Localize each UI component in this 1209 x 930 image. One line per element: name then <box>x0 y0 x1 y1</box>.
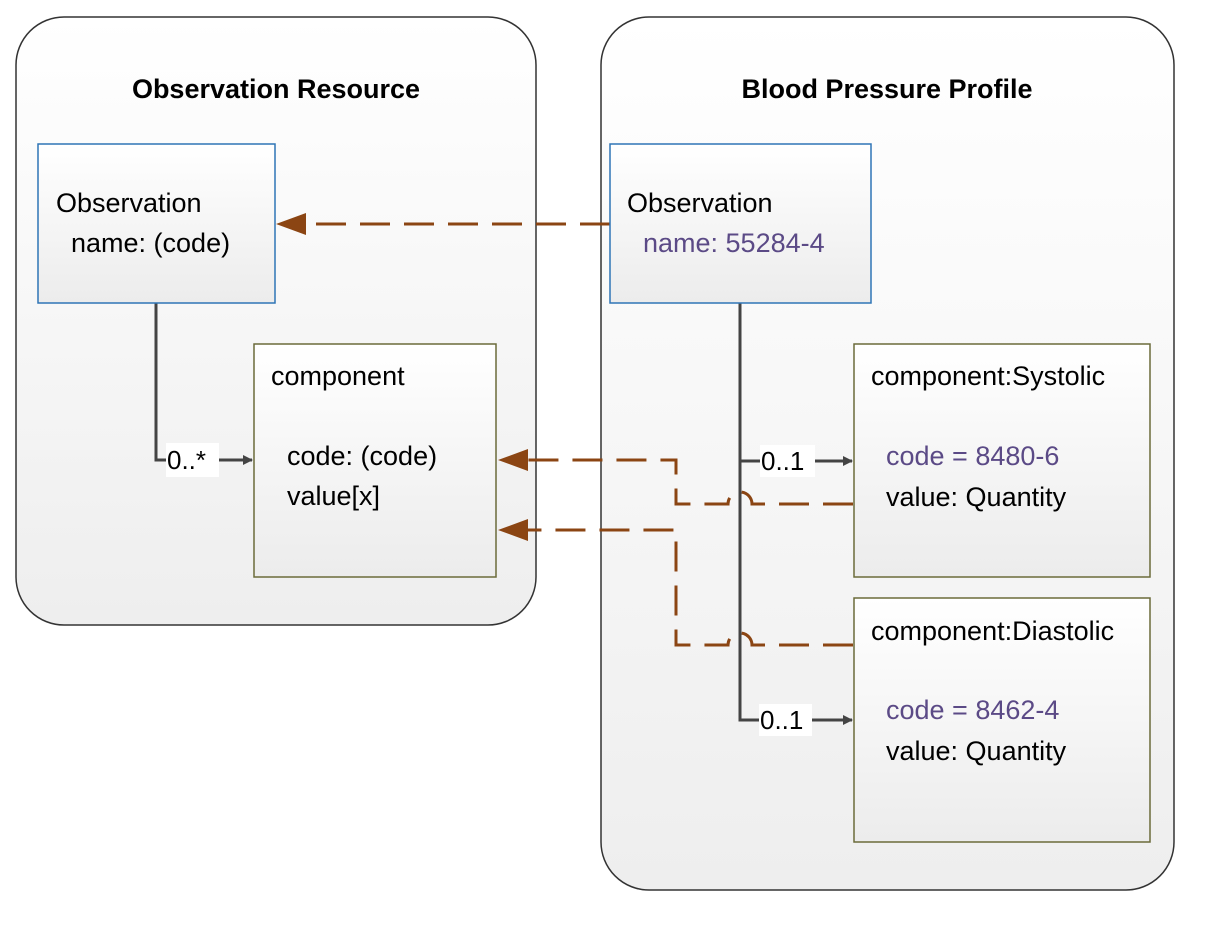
diastolic-component-title: component:Diastolic <box>871 616 1114 646</box>
systolic-component-title: component:Systolic <box>871 361 1105 391</box>
observation-profile-arrowhead <box>276 213 306 235</box>
left-observation-class: Observation name: (code) <box>37 143 276 304</box>
left-component-class: component code: (code) value[x] <box>253 343 497 578</box>
left-multiplicity-label: 0..* <box>167 445 206 475</box>
observation-resource-title: Observation Resource <box>132 74 420 104</box>
diastolic-code: code = 8462-4 <box>886 695 1059 725</box>
diastolic-component-class: component:Diastolic code = 8462-4 value:… <box>853 597 1151 843</box>
left-component-line1: code: (code) <box>287 441 437 471</box>
systolic-profile-arrow-line <box>528 458 853 506</box>
right-observation-line2: name: 55284-4 <box>643 228 825 258</box>
systolic-component-class: component:Systolic code = 8480-6 value: … <box>853 343 1151 578</box>
systolic-multiplicity-label: 0..1 <box>761 446 804 476</box>
systolic-profile-arrowhead <box>498 449 528 471</box>
left-observation-line1: Observation <box>56 188 202 218</box>
left-component-line2: value[x] <box>287 481 380 511</box>
diastolic-value: value: Quantity <box>886 736 1067 766</box>
systolic-value: value: Quantity <box>886 482 1067 512</box>
right-observation-line1: Observation <box>627 188 773 218</box>
diastolic-multiplicity-label: 0..1 <box>760 705 803 735</box>
diastolic-profile-arrow-line <box>528 528 853 647</box>
left-component-title: component <box>271 361 405 391</box>
systolic-code: code = 8480-6 <box>886 441 1059 471</box>
right-observation-class: Observation name: 55284-4 <box>609 143 872 304</box>
right-vertical-connector <box>738 303 760 722</box>
blood-pressure-profile-title: Blood Pressure Profile <box>741 74 1032 104</box>
left-observation-line2: name: (code) <box>71 228 230 258</box>
left-composition-connector <box>154 303 167 462</box>
diastolic-profile-arrowhead <box>498 519 528 541</box>
